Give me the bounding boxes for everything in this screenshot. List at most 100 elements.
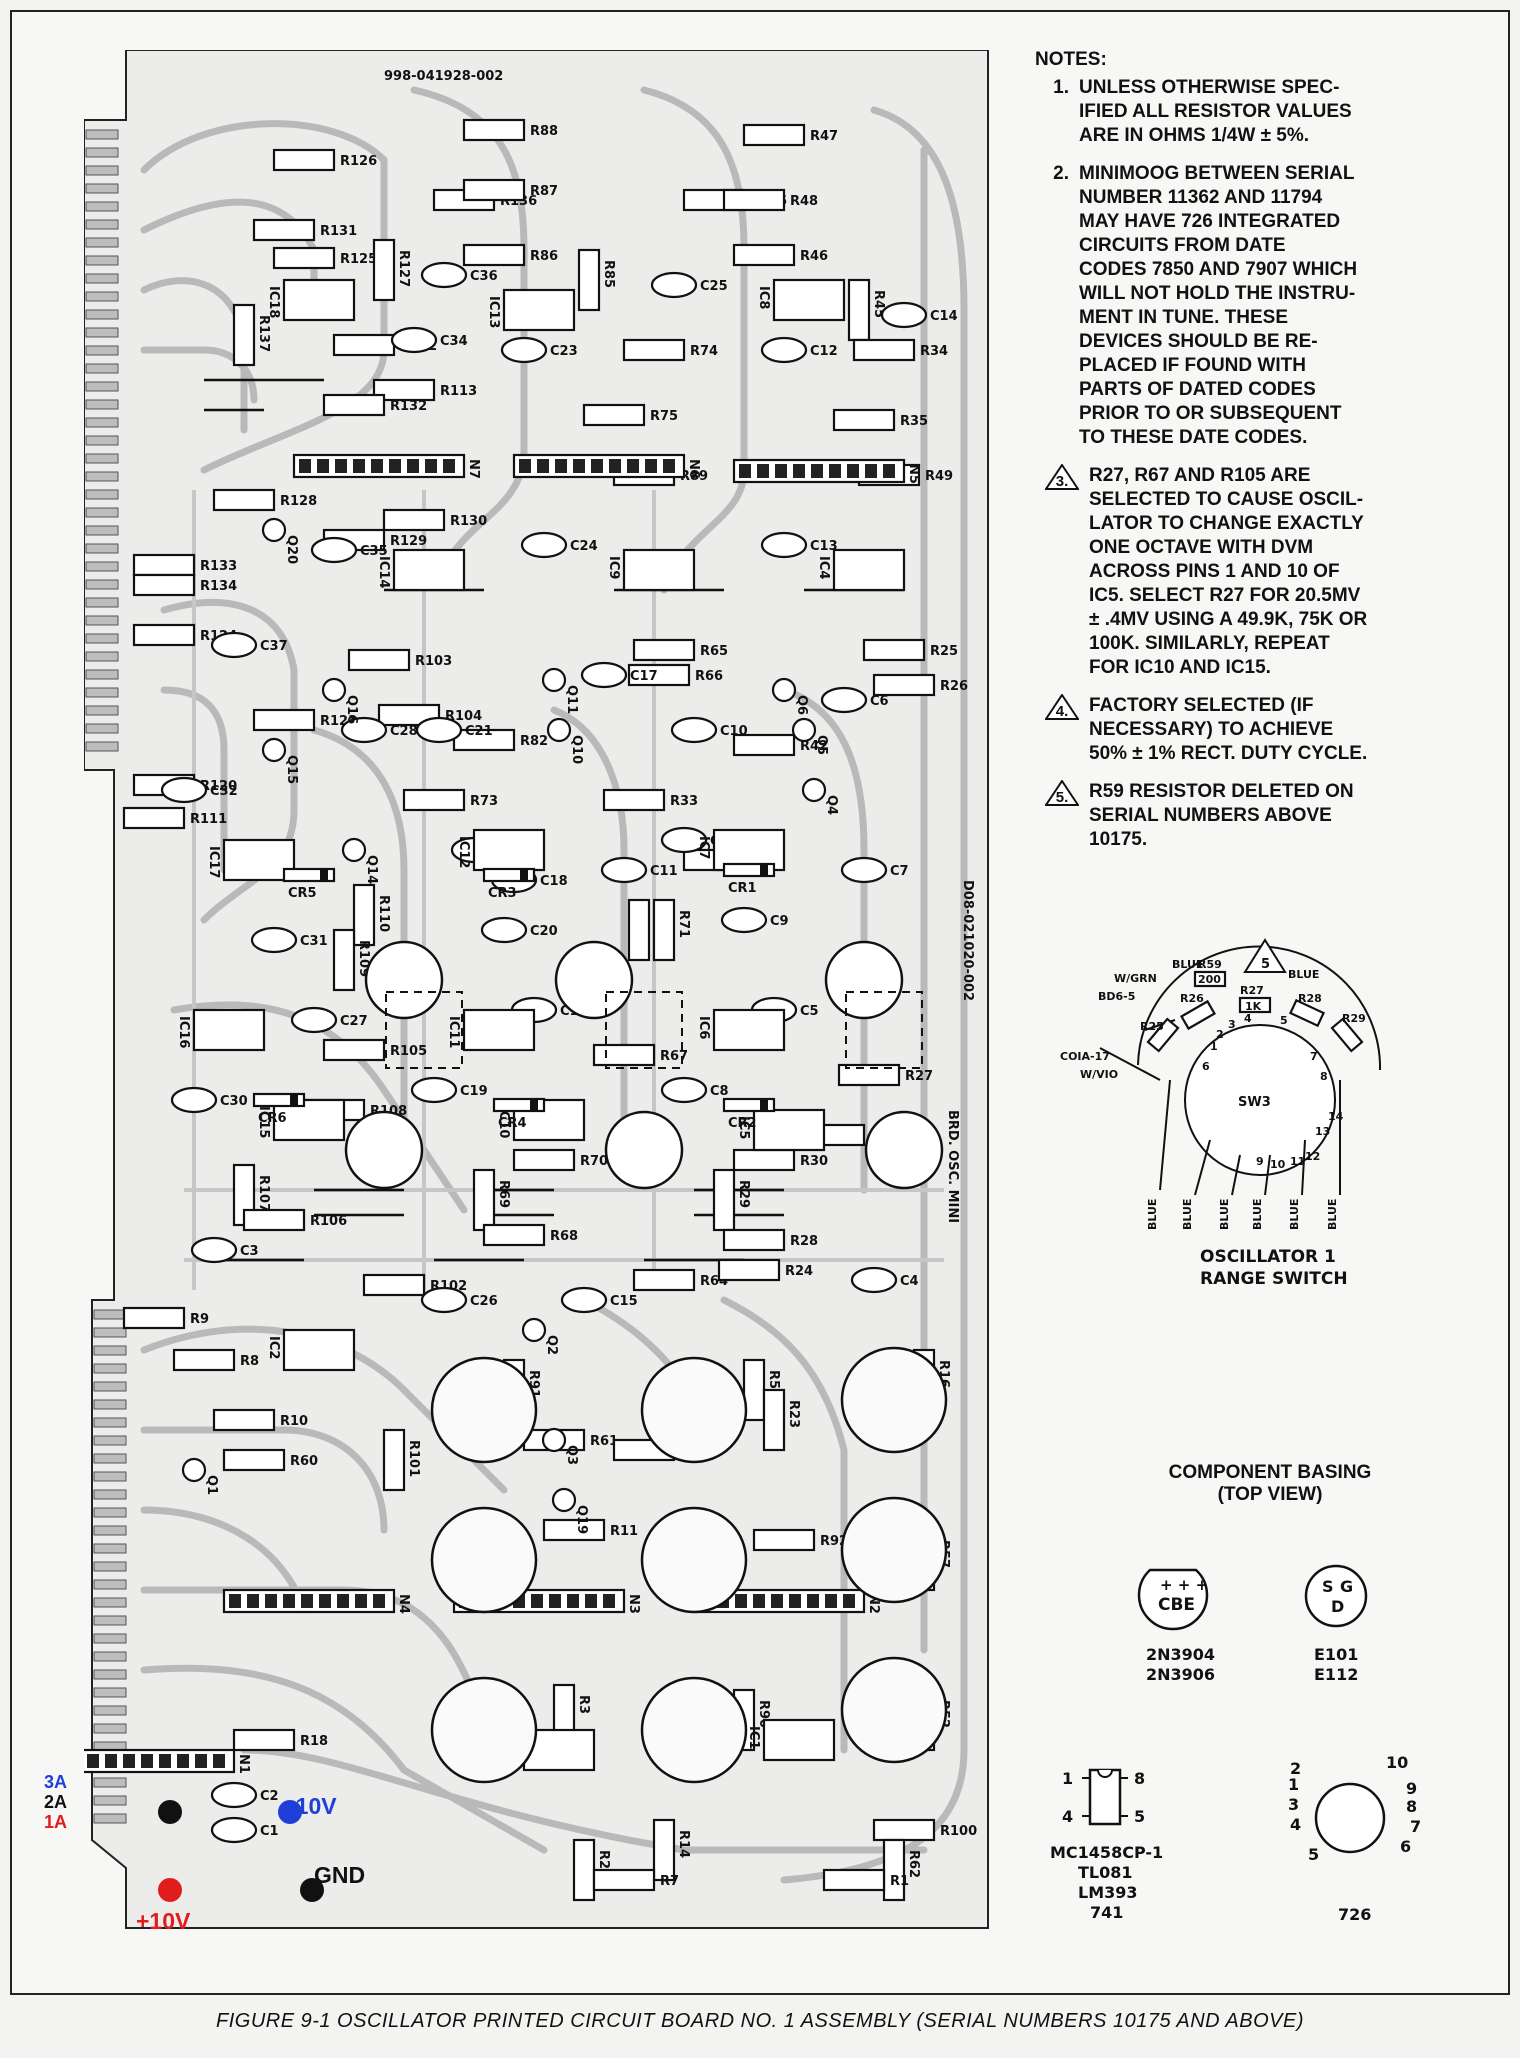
transistor: [541, 667, 567, 693]
edge-connector-bottom: [93, 1309, 127, 1824]
edge-finger: [85, 345, 119, 356]
edge-finger: [93, 1543, 127, 1554]
edge-finger: [85, 255, 119, 266]
fet-pin-d: D: [1331, 1597, 1344, 1616]
component-label: CR6: [258, 1111, 287, 1126]
resistor: [352, 883, 376, 947]
edge-finger: [93, 1345, 127, 1356]
note-marker: 3.: [1045, 464, 1079, 490]
component-label: C34: [440, 334, 468, 349]
component-label: R46: [800, 249, 828, 264]
rs-r59: R59: [1198, 958, 1222, 971]
component-label: Q19: [574, 1505, 589, 1534]
range-switch-pin: 13: [1315, 1125, 1330, 1138]
component-label: R18: [300, 1734, 328, 1749]
resistor-network: [732, 458, 906, 484]
component-label: Q11: [564, 685, 579, 714]
component-label: IC1: [746, 1726, 761, 1749]
ic-can-outline: [344, 1110, 424, 1190]
component-label: R101: [406, 1440, 421, 1477]
range-switch-pin: 3: [1228, 1018, 1236, 1031]
connector-2a-label: 2A: [44, 1792, 68, 1812]
edge-finger: [93, 1651, 127, 1662]
rs-tri-5: 5: [1261, 957, 1270, 972]
component-label: C17: [630, 669, 658, 684]
transistor: [801, 777, 827, 803]
component-label: R66: [695, 669, 723, 684]
dip-pin-5: 5: [1134, 1807, 1145, 1826]
resistor: [837, 1063, 901, 1087]
component-label: IC12: [456, 836, 471, 868]
resistor: [402, 788, 466, 812]
resistor: [132, 573, 196, 597]
pcb-board-drawing: R126R88R47R136R87R135R48R131R86R46R125R1…: [44, 50, 1000, 1934]
can-pin: 8: [1406, 1797, 1417, 1816]
rs-r27: R27: [1240, 984, 1264, 997]
component-label: R87: [530, 184, 558, 199]
rs-blue-2: BLUE: [1288, 968, 1319, 981]
resistor: [122, 806, 186, 830]
capacitor: [840, 856, 888, 884]
component-label: IC4: [816, 556, 831, 579]
dip-pin-1: 1: [1062, 1769, 1073, 1788]
component-label: IC16: [176, 1016, 191, 1048]
component-label: N1: [236, 1754, 251, 1774]
component-label: C24: [570, 539, 598, 554]
component-label: R68: [550, 1229, 578, 1244]
capacitor: [420, 1286, 468, 1314]
capacitor: [410, 1076, 458, 1104]
resistor: [762, 1388, 786, 1452]
component-label: C31: [300, 934, 328, 949]
edge-finger: [93, 1813, 127, 1824]
edge-finger: [85, 669, 119, 680]
component-label: C14: [930, 309, 958, 324]
component-label: CR2: [728, 1116, 757, 1131]
range-switch-pin: 1: [1210, 1040, 1218, 1053]
edge-finger: [85, 219, 119, 230]
capacitor: [820, 686, 868, 714]
figure-caption: FIGURE 9-1 OSCILLATOR PRINTED CIRCUIT BO…: [215, 2010, 1304, 2032]
resistor: [362, 1273, 426, 1297]
resistor: [372, 378, 436, 402]
component-label: IC8: [756, 286, 771, 309]
edge-finger: [93, 1705, 127, 1716]
resistor: [752, 1528, 816, 1552]
component-label: R107: [256, 1175, 271, 1212]
component-label: R113: [440, 384, 477, 399]
edge-finger: [85, 417, 119, 428]
component-label: C15: [610, 1294, 638, 1309]
range-switch-pin: 6: [1202, 1060, 1210, 1073]
resistor: [872, 673, 936, 697]
component-label: IC15: [256, 1106, 271, 1138]
edge-finger: [85, 615, 119, 626]
edge-finger: [85, 291, 119, 302]
component-label: R126: [340, 154, 377, 169]
resistor: [232, 303, 256, 367]
component-label: C23: [550, 344, 578, 359]
resistor: [742, 123, 806, 147]
resistor: [602, 788, 666, 812]
component-label: C12: [810, 344, 838, 359]
component-label: R10: [280, 1414, 308, 1429]
terminal-gnd: [300, 1878, 324, 1902]
component-label: CR5: [288, 886, 317, 901]
component-label: Q16: [344, 695, 359, 724]
capacitor: [520, 531, 568, 559]
resistor: [622, 338, 686, 362]
component-label: Q1: [204, 1475, 219, 1495]
resistor: [347, 648, 411, 672]
component-label: R49: [925, 469, 953, 484]
connector-3a-label: 3A: [44, 1772, 68, 1792]
capacitor: [250, 926, 298, 954]
dip-part-1: MC1458CP-1: [1050, 1843, 1163, 1862]
edge-finger: [93, 1561, 127, 1572]
transistor: [546, 717, 572, 743]
rs-r26: R26: [1180, 992, 1204, 1005]
component-label: R129: [390, 534, 427, 549]
component-label: R14: [676, 1830, 691, 1858]
component-label: R27: [905, 1069, 933, 1084]
edge-finger: [93, 1597, 127, 1608]
component-label: C18: [540, 874, 568, 889]
transistor: [341, 837, 367, 863]
